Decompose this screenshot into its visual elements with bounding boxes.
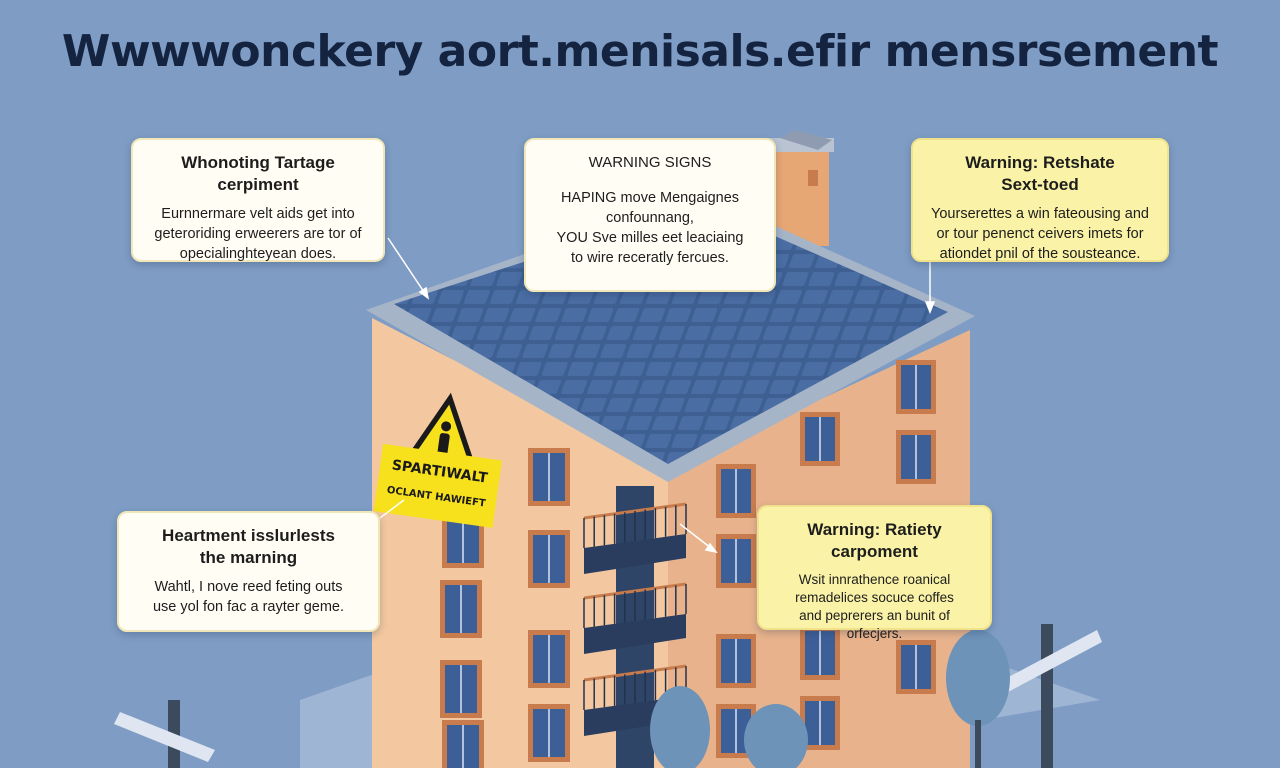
balcony [583, 502, 687, 574]
callout-body: HAPING move Mengaignes confounnang, YOU … [556, 190, 744, 266]
balcony-stack [583, 486, 687, 768]
window [528, 530, 570, 588]
window [800, 626, 840, 680]
callout-heading: WARNING SIGNS [588, 154, 712, 171]
callout-top-right: Warning: Retshate Sext-toed Yourserettes… [911, 138, 1169, 262]
right-wall-windows [716, 360, 936, 758]
window [528, 704, 570, 762]
window [528, 630, 570, 688]
window [440, 660, 482, 718]
person-icon [437, 421, 452, 456]
street-pole-right [1003, 624, 1102, 768]
window [442, 720, 484, 768]
callout-bottom-left: Heartment isslurlests the marning Wahtl,… [117, 511, 380, 632]
window [896, 430, 936, 484]
window [800, 412, 840, 466]
tree-center [650, 686, 808, 768]
window [896, 640, 936, 694]
callout-heading: Whonoting Tartage cerpiment [181, 153, 335, 194]
balcony [583, 582, 687, 654]
page-title: Wwwwonckery aort.menisals.efir mensrseme… [61, 26, 1219, 77]
window [528, 448, 570, 506]
street-pole-left [114, 700, 215, 768]
warning-sign: SPARTIWALT OCLANT HAWIEFT [373, 392, 502, 528]
window [896, 360, 936, 414]
callout-body: Wsit innrathence roanical remadelices so… [795, 572, 954, 641]
window [440, 580, 482, 638]
callout-heading: Heartment isslurlests the marning [162, 526, 335, 567]
window [716, 464, 756, 518]
callout-body: Yourserettes a win fateousing and or tou… [931, 206, 1149, 262]
tree-right [946, 630, 1010, 768]
callout-heading: Warning: Ratiety carpoment [807, 520, 942, 561]
window [716, 534, 756, 588]
callout-top-left: Whonoting Tartage cerpiment Eurnnermare … [131, 138, 385, 262]
callout-body: Eurnnermare velt aids get into geterorid… [154, 206, 362, 262]
leader-lines [379, 237, 936, 554]
window [716, 634, 756, 688]
callout-bottom-right: Warning: Ratiety carpoment Wsit innrathe… [757, 505, 992, 641]
callout-heading: Warning: Retshate Sext-toed [965, 153, 1115, 194]
callout-body: Wahtl, I nove reed feting outs use yol f… [152, 579, 344, 615]
callout-warning-signs: WARNING SIGNS HAPING move Mengaignes con… [524, 138, 776, 292]
